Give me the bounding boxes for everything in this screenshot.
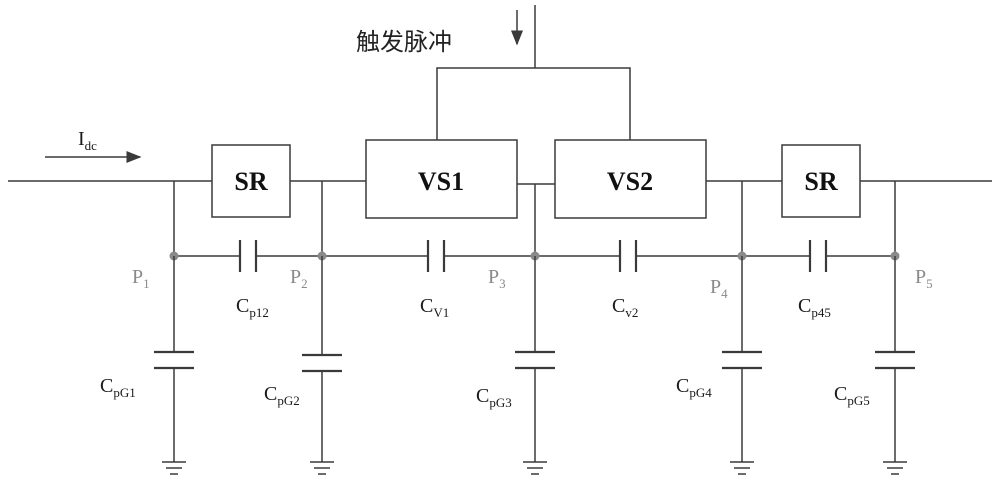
cap-pg2-label: CpG2	[264, 383, 300, 408]
cap-pg3-label: CpG3	[476, 385, 512, 410]
vs2-block: VS2	[554, 139, 707, 219]
node-p5-label: P5	[915, 266, 933, 291]
ground-branch-4	[722, 256, 762, 475]
node-p4-label: P4	[710, 276, 728, 301]
ground-branch-5	[875, 256, 915, 475]
cap-p12-label: Cp12	[236, 295, 269, 320]
main-line	[8, 180, 992, 185]
sr-left-block: SR	[211, 144, 291, 218]
ground-branch-1	[154, 256, 194, 475]
node-p1-label: P1	[132, 266, 150, 291]
trigger-pulse-label: 触发脉冲	[356, 28, 452, 56]
cap-pg1-label: CpG1	[100, 375, 136, 400]
sr-right-label: SR	[804, 167, 837, 196]
cap-p45-label: Cp45	[798, 295, 831, 320]
node-p2-label: P2	[290, 266, 308, 291]
vertical-drops	[173, 181, 896, 256]
cap-v1-label: CV1	[420, 295, 449, 320]
sr-left-label: SR	[234, 167, 267, 196]
current-label: Idc	[78, 128, 97, 153]
node-p3-label: P3	[488, 266, 506, 291]
vs2-label: VS2	[607, 167, 653, 196]
ground-branch-3	[515, 256, 555, 475]
series-cap-row	[174, 240, 895, 272]
ground-branch-2	[302, 256, 342, 475]
vs1-label: VS1	[418, 167, 464, 196]
trigger-bus	[436, 67, 631, 140]
sr-right-block: SR	[781, 144, 861, 218]
cap-v2-label: Cv2	[612, 295, 638, 320]
vs1-block: VS1	[365, 139, 518, 219]
cap-pg5-label: CpG5	[834, 383, 870, 408]
cap-pg4-label: CpG4	[676, 375, 712, 400]
